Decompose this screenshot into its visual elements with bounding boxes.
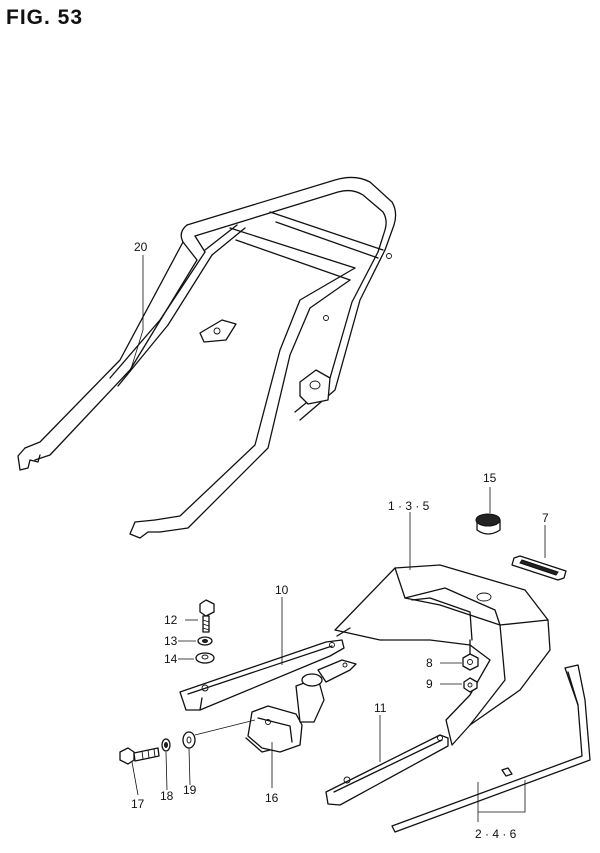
part-2-4-6-stripes [391,664,591,833]
callout-13: 13 [164,634,178,648]
part-12-bolt [199,599,215,633]
callout-14: 14 [164,652,178,666]
part-15-grommet [475,513,501,535]
callout-1-3-5: 1 · 3 · 5 [388,499,430,513]
callout-7: 7 [542,511,549,525]
part-16-seat-lock [245,659,357,753]
callout-16: 16 [265,791,279,805]
figure-title: FIG. 53 [6,6,84,29]
callout-20: 20 [134,240,148,254]
part-7-emblem [511,555,567,581]
callout-19: 19 [183,783,197,797]
callout-12: 12 [164,613,178,627]
part-18-lock-washer [161,738,171,752]
callout-10: 10 [275,583,289,597]
part-20-carrier-frame [17,176,397,539]
part-19-washer [182,731,196,749]
callout-labels: 20 1 · 3 · 5 15 7 10 12 13 14 8 9 11 16 … [131,240,549,841]
callout-8: 8 [426,656,433,670]
part-9-nut [463,677,478,693]
callout-9: 9 [426,677,433,691]
callout-18: 18 [160,789,174,803]
part-14-washer [195,652,215,664]
part-8-nut [462,639,479,671]
callout-17: 17 [131,797,145,811]
part-17-bolt [119,747,160,765]
callout-11: 11 [374,701,387,715]
callout-2-4-6: 2 · 4 · 6 [475,827,517,841]
callout-15: 15 [483,471,497,485]
part-1-3-5-tail-cowl [334,564,551,746]
part-13-lock-washer [197,636,213,646]
part-10-bracket [179,639,345,711]
part-11-bracket [325,734,449,806]
leader-lines [129,255,546,822]
